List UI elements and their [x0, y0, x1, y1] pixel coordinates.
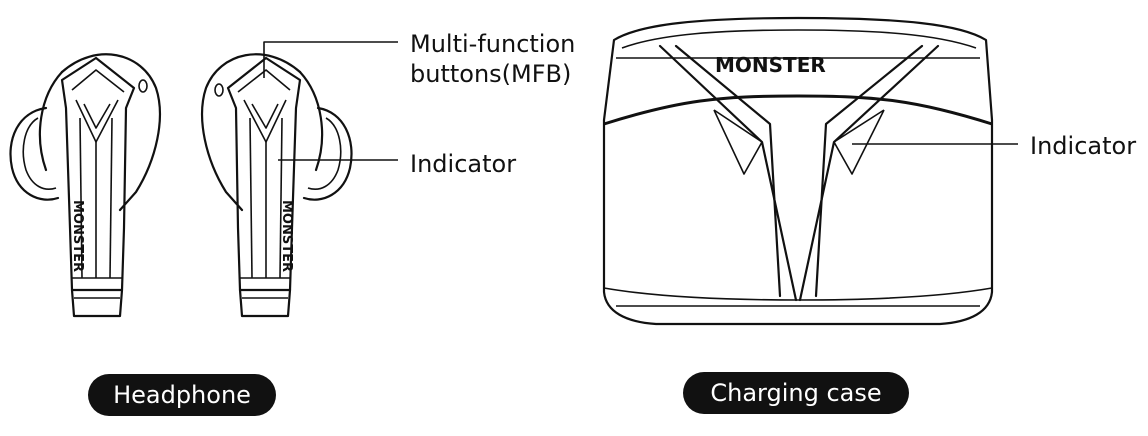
- case-brand-text: MONSTER: [715, 53, 826, 77]
- right-earbud: MONSTER: [200, 53, 353, 318]
- headphone-indicator-label: Indicator: [410, 150, 516, 178]
- headphone-caption-text: Headphone: [113, 381, 251, 409]
- charging-case-caption: Charging case: [683, 372, 909, 414]
- headphone-caption-pill: [88, 374, 276, 416]
- mfb-leader-line: [263, 41, 398, 78]
- charging-case: MONSTER: [602, 16, 994, 326]
- headphone-caption: Headphone: [88, 374, 276, 416]
- mfb-label-line2: buttons(MFB): [410, 60, 571, 88]
- case-indicator-label: Indicator: [1030, 132, 1136, 160]
- charging-case-caption-pill: [683, 372, 909, 414]
- mfb-label-line1: Multi-function: [410, 30, 575, 58]
- case-callouts: Indicator: [852, 132, 1136, 160]
- earbud-left-brand-text: MONSTER: [70, 200, 85, 272]
- charging-case-caption-text: Charging case: [710, 379, 881, 407]
- earbud-right-brand-text: MONSTER: [279, 200, 294, 272]
- headphone-callouts: Multi-function buttons(MFB) Indicator: [263, 30, 575, 178]
- left-earbud: MONSTER: [9, 53, 162, 318]
